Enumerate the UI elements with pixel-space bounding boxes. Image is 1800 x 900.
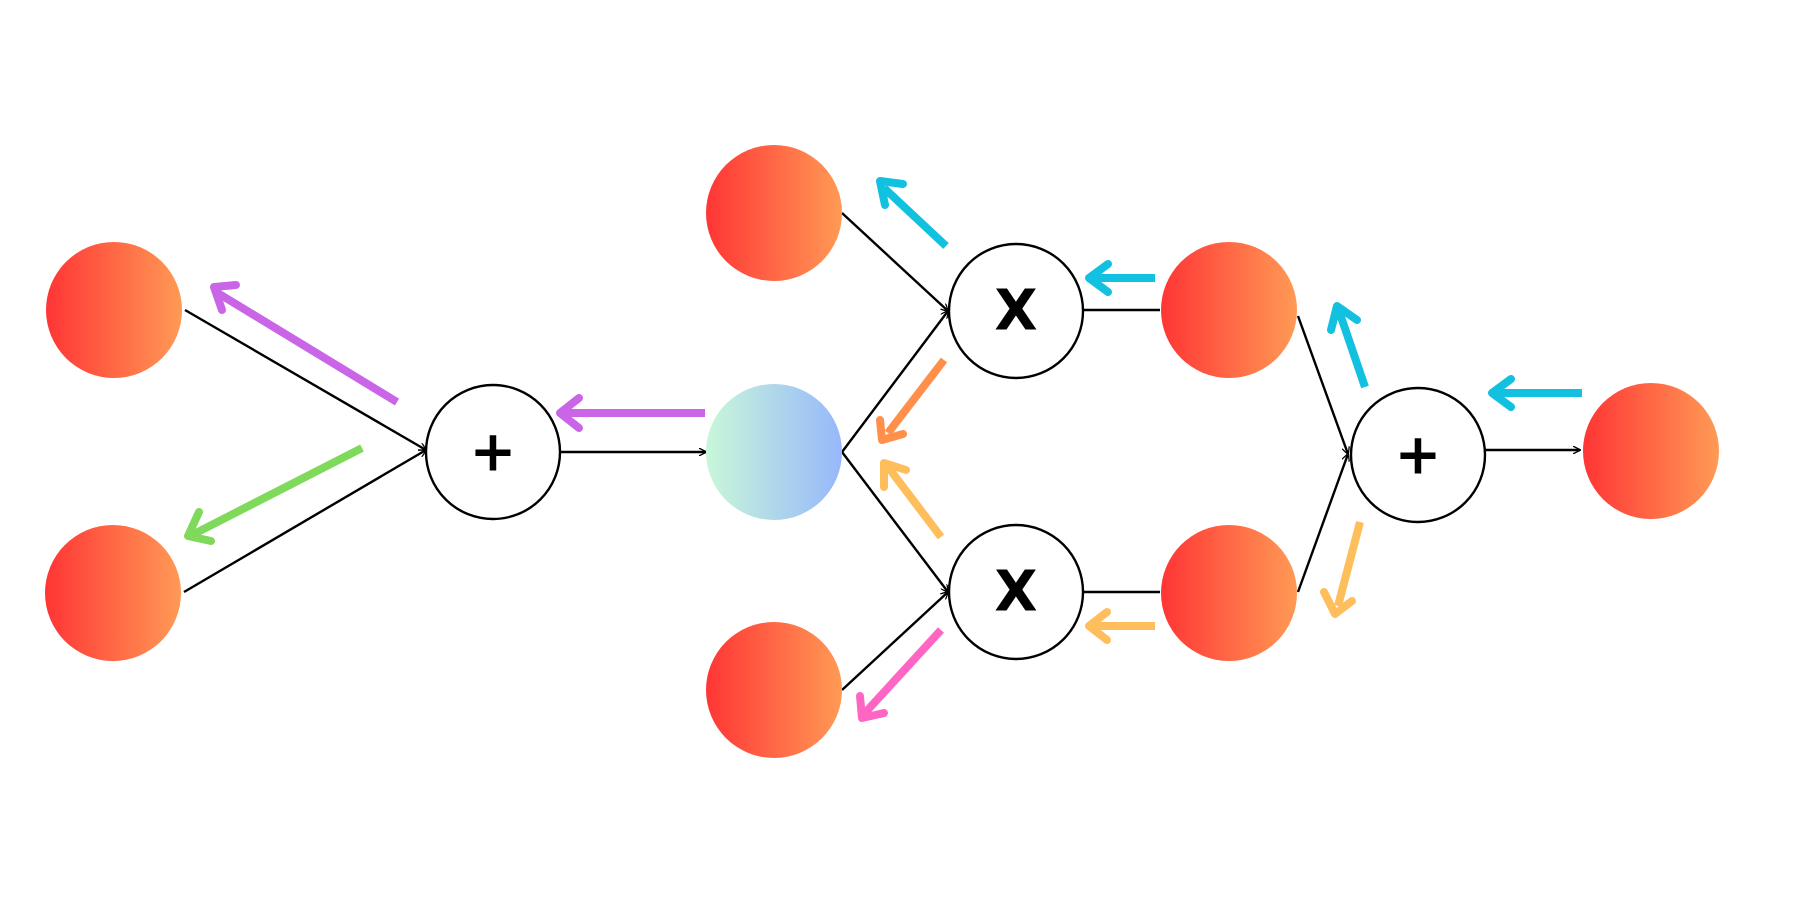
operator-add-right: + <box>1349 386 1487 524</box>
edge-d-to-mul-bottom <box>841 592 948 691</box>
gradient-arrow-purple-to-a <box>210 281 400 406</box>
edge-a-to-add-left <box>184 308 426 450</box>
gradient-arrow-yellow-to-f <box>1320 520 1364 618</box>
gradient-arrow-purple-to-add-left <box>556 394 705 432</box>
edge-b-to-add-left <box>183 450 426 594</box>
node-hidden <box>706 384 842 520</box>
edges <box>183 212 1580 691</box>
node-c <box>706 145 842 281</box>
gradient-arrows <box>184 177 1582 722</box>
node-f <box>1161 525 1297 661</box>
operator-add-left-label: + <box>470 420 517 485</box>
operator-add-left: + <box>424 383 562 521</box>
edge-f-to-add-right <box>1296 454 1348 593</box>
node-d <box>706 622 842 758</box>
operator-nodes: + X X + <box>424 242 1487 661</box>
operator-mul-top-label: X <box>994 279 1037 344</box>
gradient-arrow-cyan-to-e <box>1327 302 1369 389</box>
edge-c-to-mul-top <box>841 212 948 311</box>
operator-mul-top: X <box>947 242 1085 380</box>
node-output <box>1583 383 1719 519</box>
gradient-arrow-pink-to-d <box>856 627 944 722</box>
edge-hidden-to-mul-bottom <box>841 451 948 592</box>
gradient-arrow-orange-to-hidden <box>876 357 948 444</box>
node-b <box>45 525 181 661</box>
edge-e-to-add-right <box>1296 315 1348 454</box>
gradient-arrow-yellow-to-mul-bottom <box>1085 608 1155 644</box>
operator-mul-bottom-label: X <box>994 560 1037 625</box>
node-a <box>46 242 182 378</box>
gradient-arrow-cyan-to-add-right <box>1488 375 1582 411</box>
value-nodes <box>45 145 1719 758</box>
operator-mul-bottom: X <box>947 523 1085 661</box>
gradient-arrow-cyan-to-c <box>876 177 949 249</box>
gradient-arrow-green-to-b <box>184 444 364 545</box>
gradient-arrow-yellow-to-hidden <box>880 459 945 540</box>
operator-add-right-label: + <box>1395 423 1442 488</box>
node-e <box>1161 242 1297 378</box>
gradient-arrow-cyan-to-mul-top <box>1085 260 1155 296</box>
edge-hidden-to-mul-top <box>841 311 948 453</box>
